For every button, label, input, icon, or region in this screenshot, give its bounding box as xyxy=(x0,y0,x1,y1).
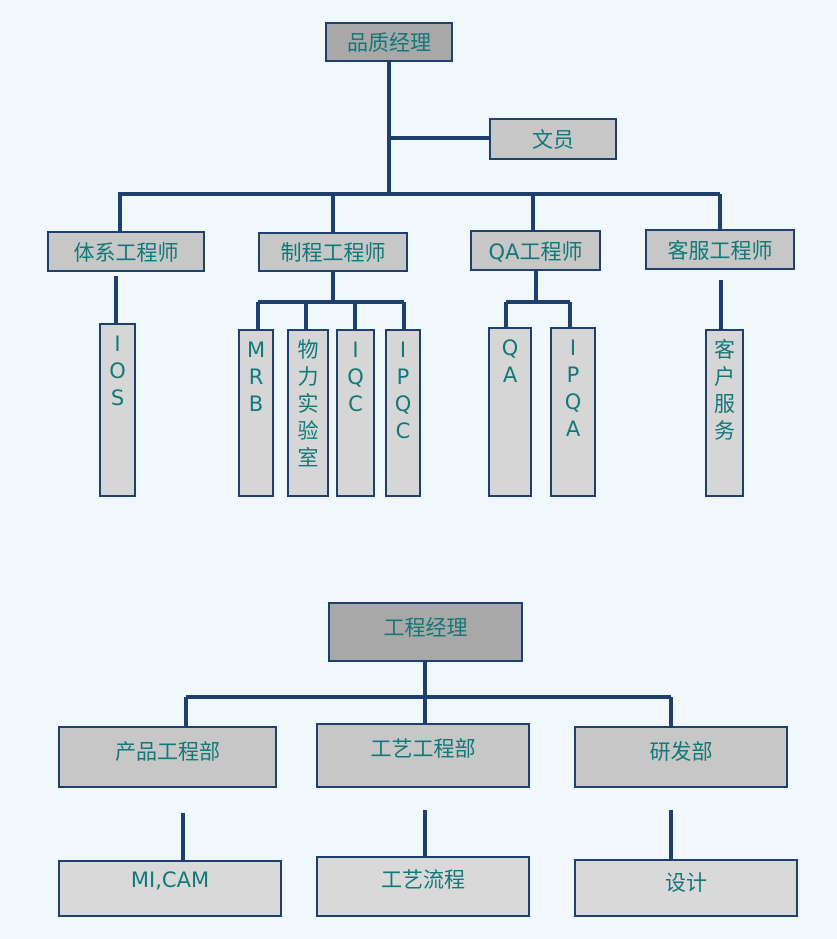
design-box: 设计 xyxy=(574,859,798,917)
rnd-box: 研发部 xyxy=(574,726,788,788)
sub-box-char: M xyxy=(246,338,266,362)
qa-engineer-box: QA工程师 xyxy=(470,230,601,271)
sub-box-char: Q xyxy=(394,392,412,416)
sub-box-char: Q xyxy=(564,390,582,414)
sub-box-char: 服 xyxy=(714,392,735,416)
sub-box-char: 实 xyxy=(297,392,319,416)
sub-box-char: S xyxy=(110,386,125,410)
process-flow-box: 工艺流程 xyxy=(316,856,530,917)
sub-box-char: C xyxy=(395,419,411,443)
sub-box-char: 验 xyxy=(297,419,319,443)
sub-box-mrb: M R B xyxy=(238,329,274,497)
sub-box-customer-service: 客 户 服 务 xyxy=(705,329,744,497)
process-engineer-box: 制程工程师 xyxy=(258,232,408,272)
cs-engineer-box: 客服工程师 xyxy=(645,229,795,270)
sub-box-char: O xyxy=(109,359,126,383)
sub-box-char: I xyxy=(399,338,407,362)
sub-box-char: I xyxy=(114,332,121,356)
sub-box-ios: I O S xyxy=(99,323,136,497)
sub-box-char: I xyxy=(569,336,577,360)
system-engineer-box: 体系工程师 xyxy=(47,231,205,272)
sub-box-ipqc: I P Q C xyxy=(385,329,421,497)
clerk-box: 文员 xyxy=(489,118,617,160)
sub-box-char: I xyxy=(352,338,359,362)
product-engineering-box: 产品工程部 xyxy=(58,726,277,788)
sub-box-char: C xyxy=(348,392,363,416)
process-engineering-box: 工艺工程部 xyxy=(316,723,530,788)
sub-box-char: 物 xyxy=(297,338,319,362)
sub-box-char: R xyxy=(248,365,264,389)
sub-box-char: P xyxy=(396,365,410,389)
sub-box-char: Q xyxy=(347,365,364,389)
sub-box-ipqa: I P Q A xyxy=(550,327,596,497)
sub-box-char: 务 xyxy=(714,419,735,443)
mi-cam-box: MI,CAM xyxy=(58,860,282,917)
sub-box-char: 室 xyxy=(297,446,319,470)
sub-box-char: 客 xyxy=(714,338,735,362)
sub-box-iqc: I Q C xyxy=(336,329,375,497)
sub-box-char: 户 xyxy=(714,365,735,389)
sub-box-qa: Q A xyxy=(488,327,532,497)
sub-box-physics-lab: 物 力 实 验 室 xyxy=(287,329,329,497)
sub-box-char: 力 xyxy=(297,365,319,389)
sub-box-char: A xyxy=(502,363,518,387)
quality-manager-box: 品质经理 xyxy=(325,22,453,62)
sub-box-char: B xyxy=(248,392,264,416)
sub-box-char: A xyxy=(565,417,581,441)
sub-box-char: Q xyxy=(501,336,519,360)
engineering-manager-box: 工程经理 xyxy=(328,602,523,662)
sub-box-char: P xyxy=(566,363,580,387)
